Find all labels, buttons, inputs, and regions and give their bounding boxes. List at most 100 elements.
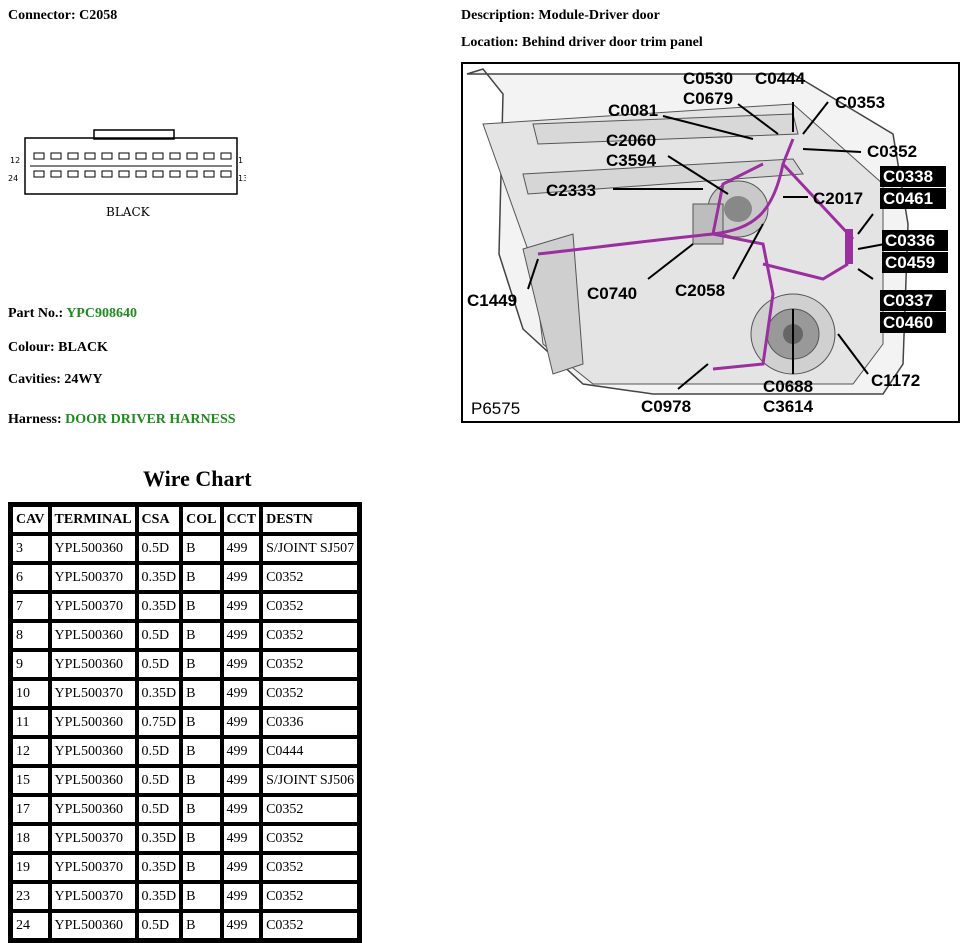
- callout-c3594: C3594: [606, 151, 657, 170]
- table-cell-cct: 499: [222, 738, 261, 765]
- table-cell-terminal: YPL500360: [50, 767, 136, 794]
- callout-c2058: C2058: [675, 281, 725, 300]
- column-header-col: COL: [182, 506, 221, 533]
- table-cell-terminal: YPL500360: [50, 796, 136, 823]
- callout-c0461: C0461: [883, 189, 933, 208]
- table-cell-destn: S/JOINT SJ507: [262, 535, 359, 562]
- table-cell-csa: 0.5D: [137, 912, 181, 939]
- table-cell-col: B: [182, 535, 221, 562]
- description-label: Description: Module-Driver door: [461, 8, 660, 23]
- table-cell-col: B: [182, 912, 221, 939]
- table-cell-csa: 0.5D: [137, 796, 181, 823]
- column-header-cct: CCT: [222, 506, 261, 533]
- table-cell-terminal: YPL500360: [50, 535, 136, 562]
- callout-c0336: C0336: [885, 231, 935, 250]
- pin-cavity: [169, 152, 181, 160]
- callout-box: [880, 166, 946, 187]
- pin-cavity: [203, 170, 215, 178]
- part-number: Part No.: YPC908640: [8, 306, 137, 322]
- table-cell-col: B: [182, 564, 221, 591]
- table-cell-cct: 499: [222, 825, 261, 852]
- callout-c0459: C0459: [885, 253, 935, 272]
- table-cell-csa: 0.5D: [137, 622, 181, 649]
- table-cell-cct: 499: [222, 680, 261, 707]
- table-cell-destn: C0352: [262, 912, 359, 939]
- table-cell-terminal: YPL500360: [50, 622, 136, 649]
- table-cell-terminal: YPL500360: [50, 709, 136, 736]
- pin-label-12: 12: [10, 156, 20, 165]
- callout-c0081: C0081: [608, 101, 658, 120]
- callout-box: [880, 290, 946, 311]
- table-cell-col: B: [182, 593, 221, 620]
- part-number-value[interactable]: YPC908640: [66, 306, 137, 321]
- location-label: Location: Behind driver door trim panel: [461, 35, 703, 50]
- callout-c1449: C1449: [467, 291, 517, 310]
- table-cell-destn: C0352: [262, 854, 359, 881]
- harness: Harness: DOOR DRIVER HARNESS: [8, 412, 236, 428]
- table-cell-col: B: [182, 680, 221, 707]
- callout-c0460: C0460: [883, 313, 933, 332]
- table-cell-col: B: [182, 883, 221, 910]
- connector-face-drawing: 12 1 24 13 BLACK: [8, 129, 246, 219]
- table-cell-destn: C0352: [262, 564, 359, 591]
- table-cell-csa: 0.35D: [137, 883, 181, 910]
- table-cell-terminal: YPL500370: [50, 883, 136, 910]
- table-cell-col: B: [182, 738, 221, 765]
- pin-cavity: [84, 170, 96, 178]
- table-cell-cct: 499: [222, 854, 261, 881]
- table-cell-terminal: YPL500370: [50, 854, 136, 881]
- table-cell-destn: C0352: [262, 883, 359, 910]
- table-cell-cav: 3: [12, 535, 49, 562]
- table-cell-col: B: [182, 709, 221, 736]
- callout-c0679: C0679: [683, 89, 733, 108]
- harness-label: Harness:: [8, 412, 66, 427]
- pin-cavity: [67, 152, 79, 160]
- callout-c1172: C1172: [871, 371, 920, 390]
- pin-cavity: [152, 170, 164, 178]
- table-cell-destn: C0352: [262, 593, 359, 620]
- table-cell-cav: 17: [12, 796, 49, 823]
- table-cell-col: B: [182, 651, 221, 678]
- table-cell-cct: 499: [222, 912, 261, 939]
- pin-cavity: [203, 152, 215, 160]
- table-cell-destn: S/JOINT SJ506: [262, 767, 359, 794]
- table-cell-cav: 12: [12, 738, 49, 765]
- table-cell-destn: C0352: [262, 622, 359, 649]
- colour-label: Colour: BLACK: [8, 340, 108, 355]
- callout-c0338: C0338: [883, 167, 933, 186]
- table-cell-terminal: YPL500360: [50, 912, 136, 939]
- callout-c0530: C0530: [683, 69, 733, 88]
- pin-cavity: [135, 152, 147, 160]
- cavities-label: Cavities: 24WY: [8, 372, 103, 387]
- table-cell-col: B: [182, 796, 221, 823]
- table-cell-col: B: [182, 825, 221, 852]
- pin-cavity: [50, 170, 62, 178]
- callout-box: [882, 252, 948, 273]
- pin-cavity: [186, 170, 198, 178]
- table-cell-col: B: [182, 767, 221, 794]
- connector-label: Connector: C2058: [8, 8, 118, 23]
- pin-cavity: [118, 152, 130, 160]
- table-cell-csa: 0.5D: [137, 651, 181, 678]
- pin-label-24: 24: [8, 174, 18, 183]
- pin-cavity: [118, 170, 130, 178]
- table-cell-csa: 0.75D: [137, 709, 181, 736]
- table-cell-cav: 9: [12, 651, 49, 678]
- table-cell-destn: C0444: [262, 738, 359, 765]
- table-cell-terminal: YPL500370: [50, 825, 136, 852]
- table-cell-cct: 499: [222, 564, 261, 591]
- table-cell-terminal: YPL500370: [50, 593, 136, 620]
- callout-c2017: C2017: [813, 189, 863, 208]
- harness-value[interactable]: DOOR DRIVER HARNESS: [65, 412, 236, 427]
- diagram-reference-code: P6575: [471, 399, 520, 418]
- table-cell-cav: 8: [12, 622, 49, 649]
- pin-cavity: [152, 152, 164, 160]
